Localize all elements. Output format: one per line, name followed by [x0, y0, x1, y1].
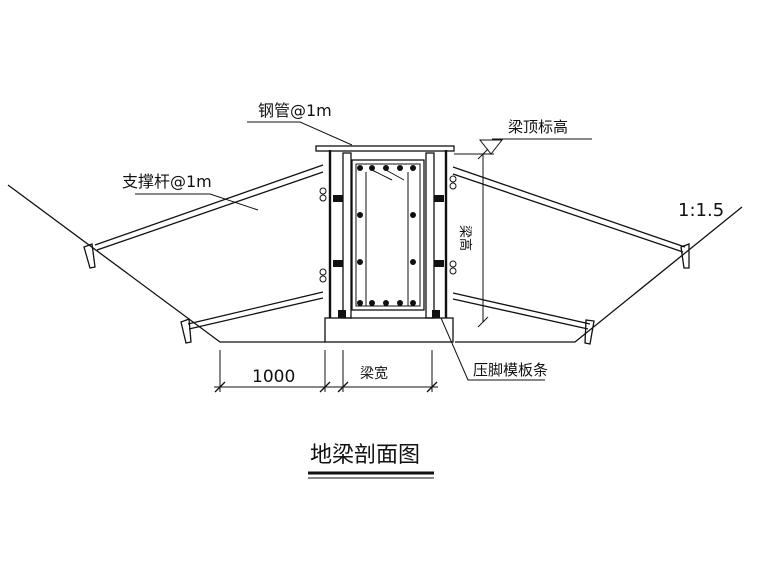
dimension-ticks	[214, 350, 438, 393]
left-upper-brace	[94, 164, 324, 251]
beam-top-elevation-label: 梁顶标高	[508, 118, 568, 136]
rebar-cage-inner	[355, 163, 421, 307]
base-width-label: 1000	[252, 367, 295, 387]
right-lower-brace	[452, 292, 591, 330]
pipe-fasteners	[319, 175, 457, 283]
left-slope-line	[7, 184, 325, 343]
rebar-cage-outer	[351, 159, 425, 311]
support-rod-label: 支撑杆@1m	[122, 172, 212, 191]
beam-height-label: 梁高	[457, 225, 473, 251]
rebar-hook-a	[371, 169, 393, 181]
left-lower-brace	[187, 291, 324, 330]
beam-height-tick-top	[477, 148, 489, 160]
elevation-triangle	[478, 139, 504, 155]
base-pad	[324, 317, 454, 343]
slope-ratio-label: 1:1.5	[678, 200, 724, 221]
support-rod-leader	[135, 193, 259, 211]
formwork-clamps	[333, 195, 444, 318]
right-upper-brace	[452, 166, 686, 253]
rebar-hook-b	[385, 169, 405, 181]
beam-height-tick-bottom	[477, 316, 489, 328]
left-formwork	[342, 152, 352, 319]
drawing-title: 地梁剖面图	[310, 443, 420, 468]
foot-strip-label: 压脚模板条	[473, 361, 548, 379]
steel-pipe-leader	[247, 121, 353, 146]
ground-stakes	[83, 243, 690, 345]
right-slope-line	[455, 206, 743, 343]
top-steel-pipe	[315, 145, 455, 152]
rebar-dots	[357, 165, 416, 306]
beam-width-label: 梁宽	[360, 365, 388, 382]
right-formwork	[425, 152, 435, 319]
foot-strip-leader	[440, 317, 545, 381]
steel-pipe-label: 钢管@1m	[258, 101, 332, 120]
